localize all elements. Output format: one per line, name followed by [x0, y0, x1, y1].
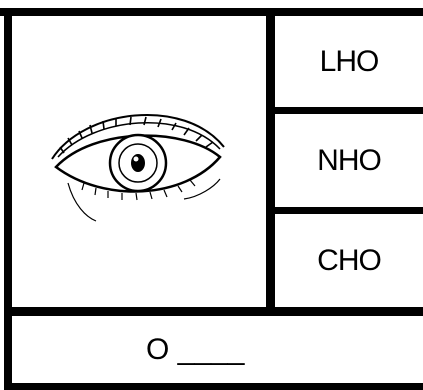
option-divider-2 — [270, 207, 423, 214]
option-cho[interactable]: CHO — [317, 243, 382, 277]
frame-top-border — [0, 8, 423, 16]
option-divider-1 — [270, 107, 423, 114]
frame-left-border — [4, 8, 12, 390]
answer-blank[interactable]: O ____ — [146, 332, 245, 366]
frame-bottom-border — [4, 383, 423, 390]
eye-illustration — [51, 113, 225, 222]
picture-cell — [12, 16, 266, 307]
picture-cell-divider — [266, 12, 275, 314]
answer-row-divider — [4, 307, 423, 316]
option-lho[interactable]: LHO — [319, 44, 380, 78]
option-nho[interactable]: NHO — [317, 143, 382, 177]
